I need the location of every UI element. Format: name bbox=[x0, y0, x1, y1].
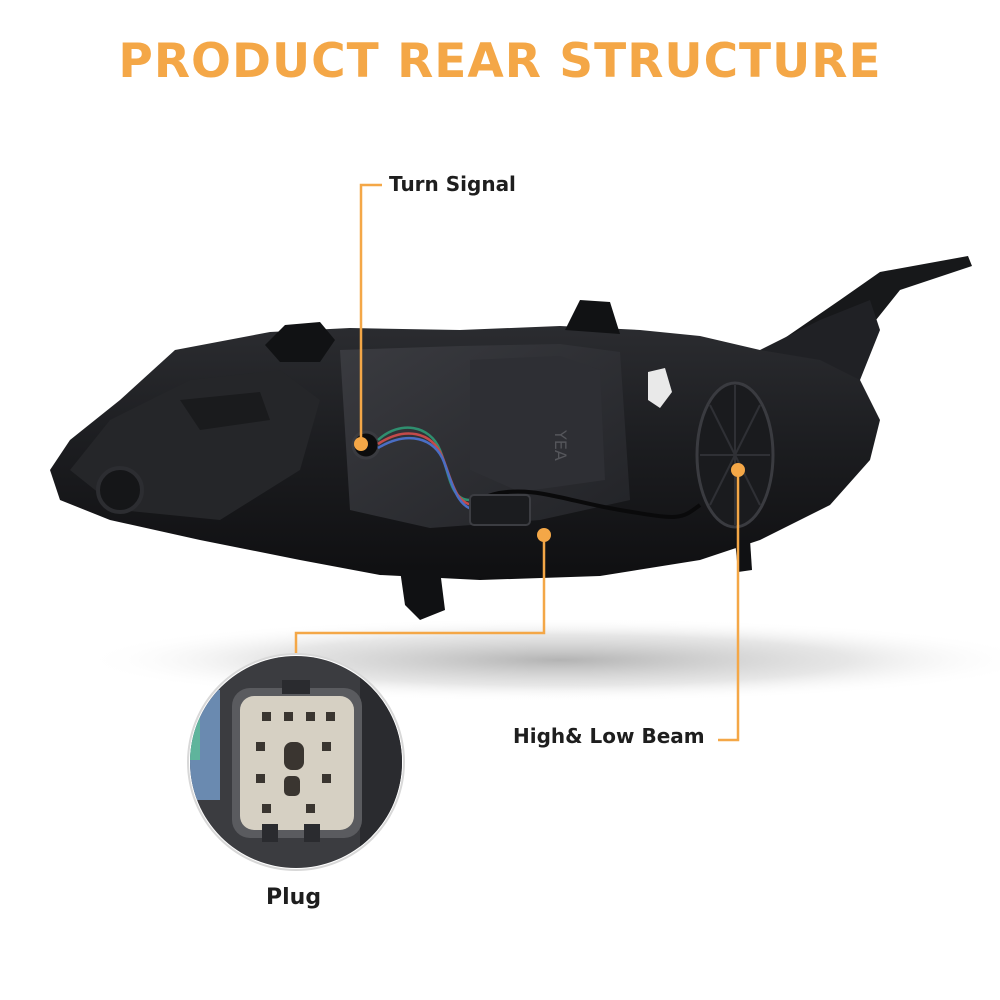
callout-leader-lines bbox=[294, 183, 740, 742]
callout-dots bbox=[354, 437, 745, 542]
plug-label: Plug bbox=[266, 885, 322, 910]
headlight-housing-image: YEA bbox=[50, 256, 972, 620]
high-low-beam-label: High& Low Beam bbox=[513, 724, 705, 748]
turn-signal-label: Turn Signal bbox=[389, 172, 516, 196]
plug-connector-image bbox=[187, 653, 405, 871]
page-title: PRODUCT REAR STRUCTURE bbox=[118, 34, 882, 89]
svg-text:YEA: YEA bbox=[551, 429, 570, 461]
